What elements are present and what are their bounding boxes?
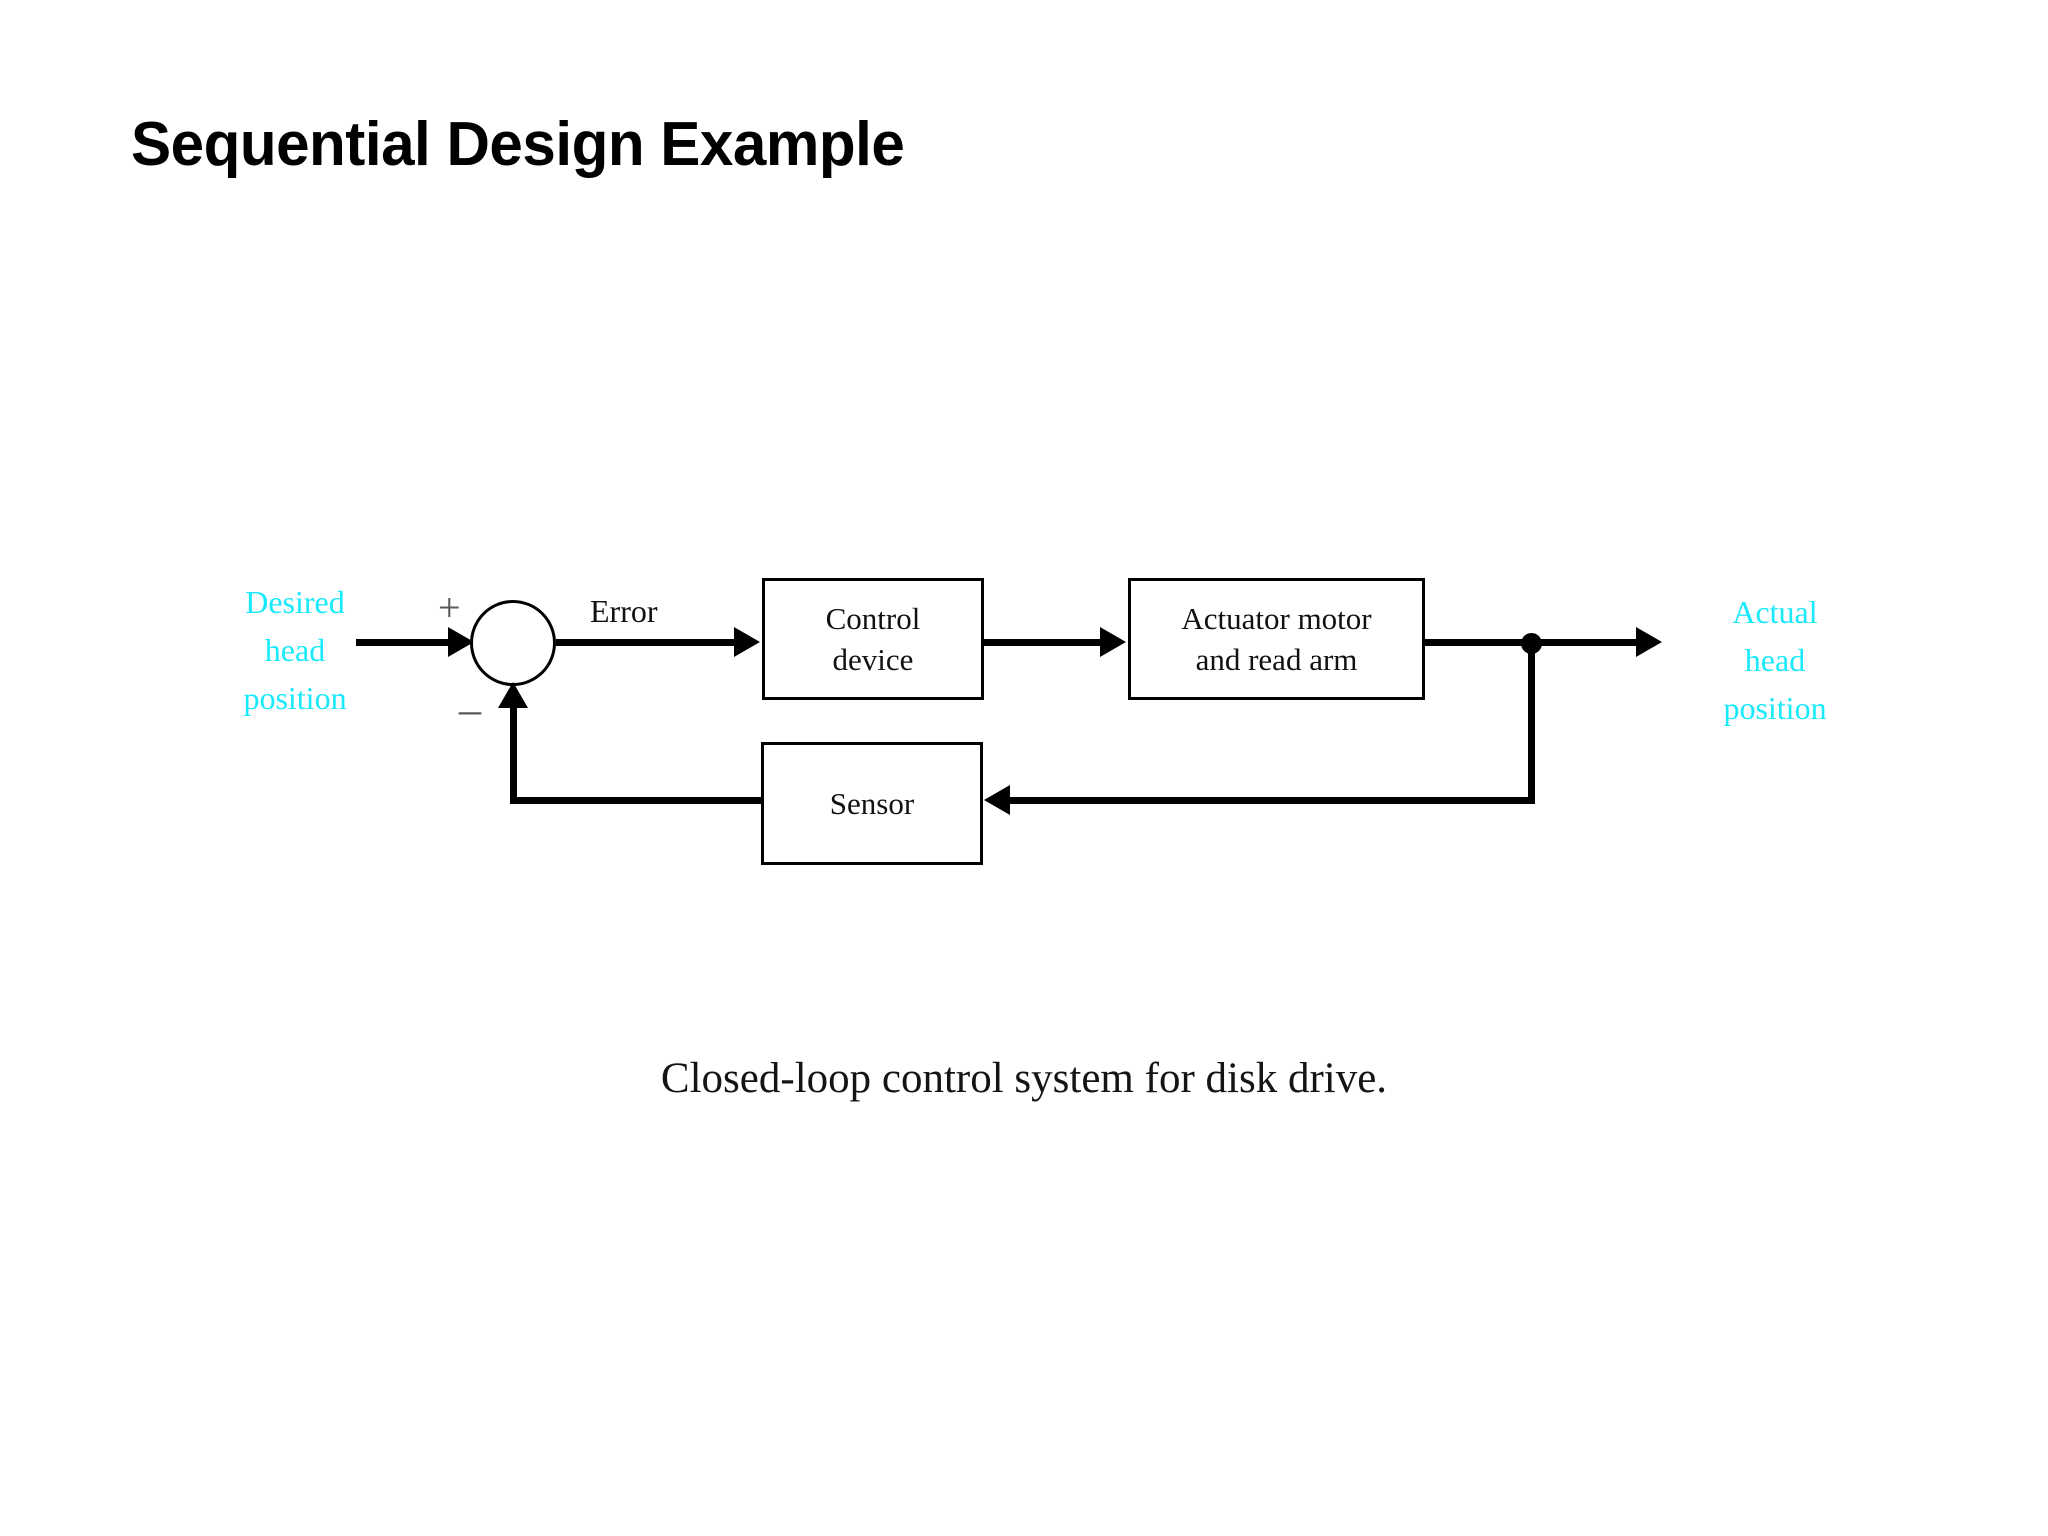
arrowhead-control-to-actuator [1100,627,1126,657]
figure-caption: Closed-loop control system for disk driv… [660,1055,1388,1102]
wire-control-to-actuator [984,639,1102,646]
arrowhead-output [1636,627,1662,657]
plus-sign: + [438,585,461,630]
label-desired-line-2: head [264,632,326,668]
label-desired-head-position: Desired head position [180,578,410,722]
arrowhead-feedback-into-sensor [984,785,1010,815]
wire-input-to-sum [356,639,454,646]
label-actual-line-3: position [1723,690,1827,726]
wire-sum-to-control [556,639,736,646]
wire-feedback-right-to-sensor [1010,797,1535,804]
page-title: Sequential Design Example [131,110,905,179]
label-error-signal: Error [590,593,658,629]
block-sensor-line-1: Sensor [829,786,915,821]
block-control-device[interactable]: Control device [762,578,984,700]
summing-junction [470,600,556,686]
minus-sign: – [459,685,481,734]
block-actuator-motor-and-read-arm[interactable]: Actuator motor and read arm [1128,578,1425,700]
label-actual-line-1: Actual [1732,594,1818,630]
block-actuator-line-1: Actuator motor [1181,601,1372,636]
label-actual-line-2: head [1744,642,1806,678]
arrowhead-feedback-into-sum [498,682,528,708]
block-actuator-line-2: and read arm [1195,642,1358,677]
block-sensor[interactable]: Sensor [761,742,983,865]
block-control-device-line-2: device [832,642,914,677]
wire-sensor-to-feedback-left [510,797,763,804]
wire-feedback-up-left [510,706,517,804]
block-control-device-line-1: Control [825,601,921,636]
wire-feedback-down-right [1528,639,1535,804]
label-actual-head-position: Actual head position [1660,588,1890,732]
label-desired-line-3: position [243,680,347,716]
arrowhead-sum-to-control [734,627,760,657]
label-desired-line-1: Desired [245,584,345,620]
arrowhead-input-to-sum [448,627,474,657]
